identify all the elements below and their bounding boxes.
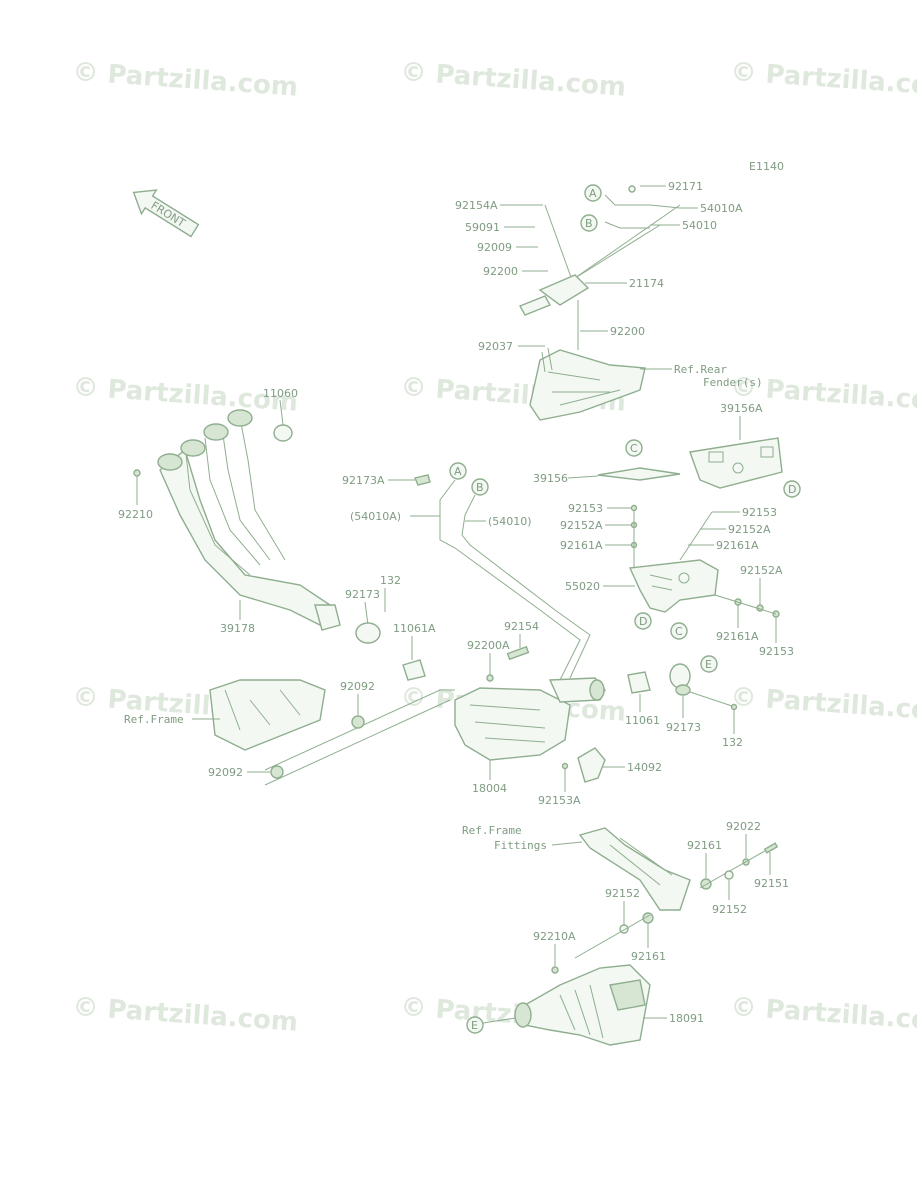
muffler-18091 — [514, 964, 651, 1046]
part-label: 92092 — [208, 766, 243, 779]
svg-text:E: E — [705, 658, 712, 671]
part-label: 18004 — [472, 782, 507, 795]
callout-e-muffler: E — [466, 1016, 484, 1034]
callout-a-top: A — [584, 184, 602, 202]
callout-c-bracket: C — [670, 622, 688, 640]
part-label: 92153 — [742, 506, 777, 519]
callout-b-mid: B — [471, 478, 489, 496]
part-label: 18091 — [669, 1012, 704, 1025]
part-label: 92152 — [605, 887, 640, 900]
cover-14092 — [577, 747, 606, 783]
part-label: 92154 — [504, 620, 539, 633]
svg-text:A: A — [589, 187, 597, 200]
part-label: 92153A — [538, 794, 581, 807]
part-label: 92152A — [560, 519, 603, 532]
pre-chamber-18004 — [454, 677, 606, 761]
ref-label: Ref.Rear — [674, 363, 727, 376]
watermark: © Partzilla.com — [72, 992, 299, 1038]
part-label: 132 — [380, 574, 401, 587]
front-arrow-icon: FRONT — [132, 189, 200, 238]
part-label: 21174 — [629, 277, 664, 290]
part-label: 92152 — [712, 903, 747, 916]
callout-d-shield: D — [783, 480, 801, 498]
part-label: 92173A — [342, 474, 385, 487]
part-label: 132 — [722, 736, 743, 749]
part-label: 92171 — [668, 180, 703, 193]
part-label: 92152A — [740, 564, 783, 577]
watermark: © Partzilla.com — [72, 57, 299, 103]
svg-text:E: E — [471, 1019, 478, 1032]
ref-label: Fender(s) — [703, 376, 763, 389]
valve-actuator-assembly — [519, 185, 681, 421]
watermark: © Partzilla.com — [730, 992, 917, 1038]
part-label: 92153 — [568, 502, 603, 515]
callout-a-mid: A — [449, 462, 467, 480]
part-label: 92173 — [666, 721, 701, 734]
bracket-55020 — [628, 559, 719, 613]
diagram-id: E1140 — [749, 160, 784, 173]
part-label: 92161A — [560, 539, 603, 552]
callout-d-bracket: D — [634, 612, 652, 630]
svg-text:FRONT: FRONT — [149, 199, 188, 230]
part-label: (54010A) — [350, 510, 401, 523]
gasket-11061 — [627, 671, 651, 694]
part-label: 39178 — [220, 622, 255, 635]
part-label: 92200 — [610, 325, 645, 338]
part-label: 92154A — [455, 199, 498, 212]
part-label: 92092 — [340, 680, 375, 693]
frame-mount-left — [209, 679, 455, 786]
part-label: (54010) — [488, 515, 532, 528]
svg-text:B: B — [585, 217, 593, 230]
part-label: 54010 — [682, 219, 717, 232]
part-label: 14092 — [627, 761, 662, 774]
svg-text:D: D — [788, 483, 796, 496]
part-label: 59091 — [465, 221, 500, 234]
part-label: 92210 — [118, 508, 153, 521]
part-label: 92151 — [754, 877, 789, 890]
part-label: 11061 — [625, 714, 660, 727]
part-label: 54010A — [700, 202, 743, 215]
exhaust-header-pipes — [157, 409, 341, 631]
callout-b-top: B — [580, 214, 598, 232]
part-label: 92210A — [533, 930, 576, 943]
part-label: 92037 — [478, 340, 513, 353]
muffler-bracket — [578, 827, 691, 911]
ref-label: Ref.Frame — [124, 713, 184, 726]
part-label: 55020 — [565, 580, 600, 593]
svg-text:B: B — [476, 481, 484, 494]
svg-text:C: C — [630, 442, 638, 455]
part-label: 92161 — [631, 950, 666, 963]
ref-label: Ref.Frame — [462, 824, 522, 837]
callout-c-shield: C — [625, 439, 643, 457]
heat-shield-39156 — [597, 467, 681, 481]
part-label: 92153 — [759, 645, 794, 658]
svg-text:A: A — [454, 465, 462, 478]
part-label: 92022 — [726, 820, 761, 833]
part-label: 39156A — [720, 402, 763, 415]
watermark: © Partzilla.com — [400, 57, 627, 103]
ref-label: Fittings — [494, 839, 547, 852]
gasket-11061a — [402, 659, 426, 681]
clamp-92173 — [355, 622, 381, 644]
part-label: 92200A — [467, 639, 510, 652]
watermark: © Partzilla.com — [730, 682, 917, 728]
heat-shield-39156a — [689, 437, 783, 489]
part-label: 39156 — [533, 472, 568, 485]
part-label: 92173 — [345, 588, 380, 601]
part-label: 92009 — [477, 241, 512, 254]
gasket-11060 — [273, 424, 293, 442]
part-label: 92161 — [687, 839, 722, 852]
part-label: 11060 — [263, 387, 298, 400]
svg-text:C: C — [675, 625, 683, 638]
part-label: 92161A — [716, 539, 759, 552]
part-label: 92200 — [483, 265, 518, 278]
svg-text:D: D — [639, 615, 647, 628]
watermark: © Partzilla.com — [730, 57, 917, 103]
part-label: 92161A — [716, 630, 759, 643]
callout-e-clamp: E — [700, 655, 718, 673]
part-label: 92152A — [728, 523, 771, 536]
part-label: 11061A — [393, 622, 436, 635]
clamp-92173-right — [669, 663, 691, 689]
